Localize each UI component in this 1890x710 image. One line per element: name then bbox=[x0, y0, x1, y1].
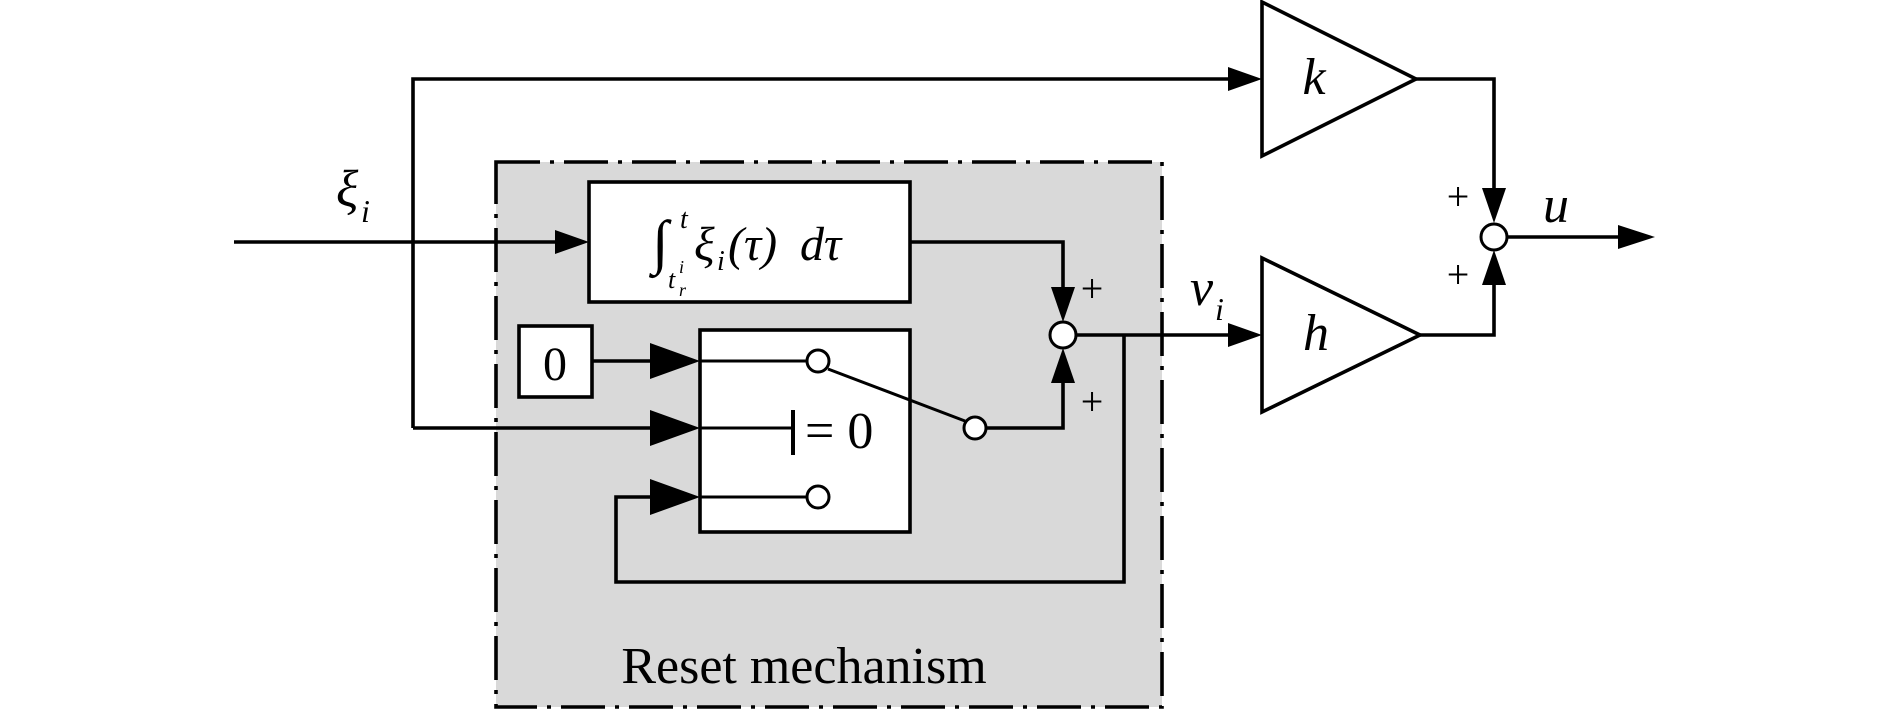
arrowhead-output bbox=[1618, 225, 1655, 249]
arrowhead-integrator-input bbox=[555, 230, 589, 254]
arrowhead-sum-top bbox=[1051, 287, 1075, 322]
sign-outer-bottom: + bbox=[1447, 252, 1470, 297]
integral-upper-limit: t bbox=[680, 204, 689, 235]
arrowhead-h-input bbox=[1228, 323, 1262, 347]
gain-h-label: h bbox=[1303, 305, 1329, 362]
integrator-block: ∫ t t i r ξ i (τ) dτ bbox=[587, 180, 912, 304]
switch-bottom-contact bbox=[805, 484, 831, 510]
switch-block: = 0 bbox=[698, 328, 988, 534]
arrowhead-k-input bbox=[1228, 67, 1262, 91]
gain-k-triangle bbox=[1260, 0, 1421, 159]
integrand-differential: dτ bbox=[800, 218, 843, 271]
integral-sign: ∫ bbox=[649, 209, 672, 279]
switch-output-contact bbox=[962, 415, 988, 441]
wire-k-to-outer-sum bbox=[1416, 77, 1496, 188]
wire-h-to-outer-sum bbox=[1420, 284, 1496, 337]
outer-summing-junction bbox=[1479, 222, 1509, 252]
wire-switch-to-sum bbox=[986, 369, 1065, 430]
integrand-sub: i bbox=[717, 246, 725, 277]
gain-h-triangle bbox=[1260, 255, 1425, 415]
reset-mechanism-label: Reset mechanism bbox=[621, 638, 986, 695]
integral-lower-limit: t bbox=[668, 265, 676, 294]
integrand-arg: (τ) bbox=[728, 218, 777, 271]
output-signal-label: u bbox=[1543, 177, 1569, 234]
wire-input-to-k bbox=[411, 77, 1228, 428]
switch-lever bbox=[827, 367, 966, 423]
input-signal-label: ξ bbox=[336, 161, 359, 218]
sign-inner-top: + bbox=[1081, 266, 1104, 311]
sign-outer-top: + bbox=[1447, 174, 1470, 219]
reset-mechanism-border bbox=[494, 160, 1164, 709]
integral-lower-limit-sub: r bbox=[679, 280, 687, 300]
input-signal-subscript: i bbox=[361, 193, 370, 229]
integrator-box bbox=[587, 180, 912, 304]
gain-k-label: k bbox=[1302, 49, 1326, 106]
wire-feedback-loop bbox=[614, 335, 1126, 584]
intermediate-signal-subscript: i bbox=[1215, 291, 1224, 327]
integrator-expression: ∫ bbox=[649, 209, 672, 279]
inner-summing-junction bbox=[1048, 320, 1078, 350]
arrowhead-outer-sum-top bbox=[1482, 188, 1506, 223]
arrowhead-switch-top bbox=[650, 343, 700, 379]
constant-zero-value: 0 bbox=[543, 338, 567, 391]
switch-condition-label: = 0 bbox=[805, 403, 873, 460]
arrowhead-switch-middle bbox=[650, 410, 700, 446]
arrowhead-outer-sum-bottom bbox=[1482, 250, 1506, 285]
arrowhead-sum-bottom bbox=[1051, 348, 1075, 383]
wire-integrator-to-sum bbox=[910, 240, 1065, 287]
arrowhead-switch-bottom bbox=[650, 479, 700, 515]
sign-inner-bottom: + bbox=[1081, 379, 1104, 424]
switch-top-contact bbox=[805, 348, 831, 374]
intermediate-signal-label: v bbox=[1190, 260, 1214, 317]
integrand-base: ξ bbox=[694, 218, 715, 271]
integral-lower-limit-sup: i bbox=[679, 257, 684, 277]
